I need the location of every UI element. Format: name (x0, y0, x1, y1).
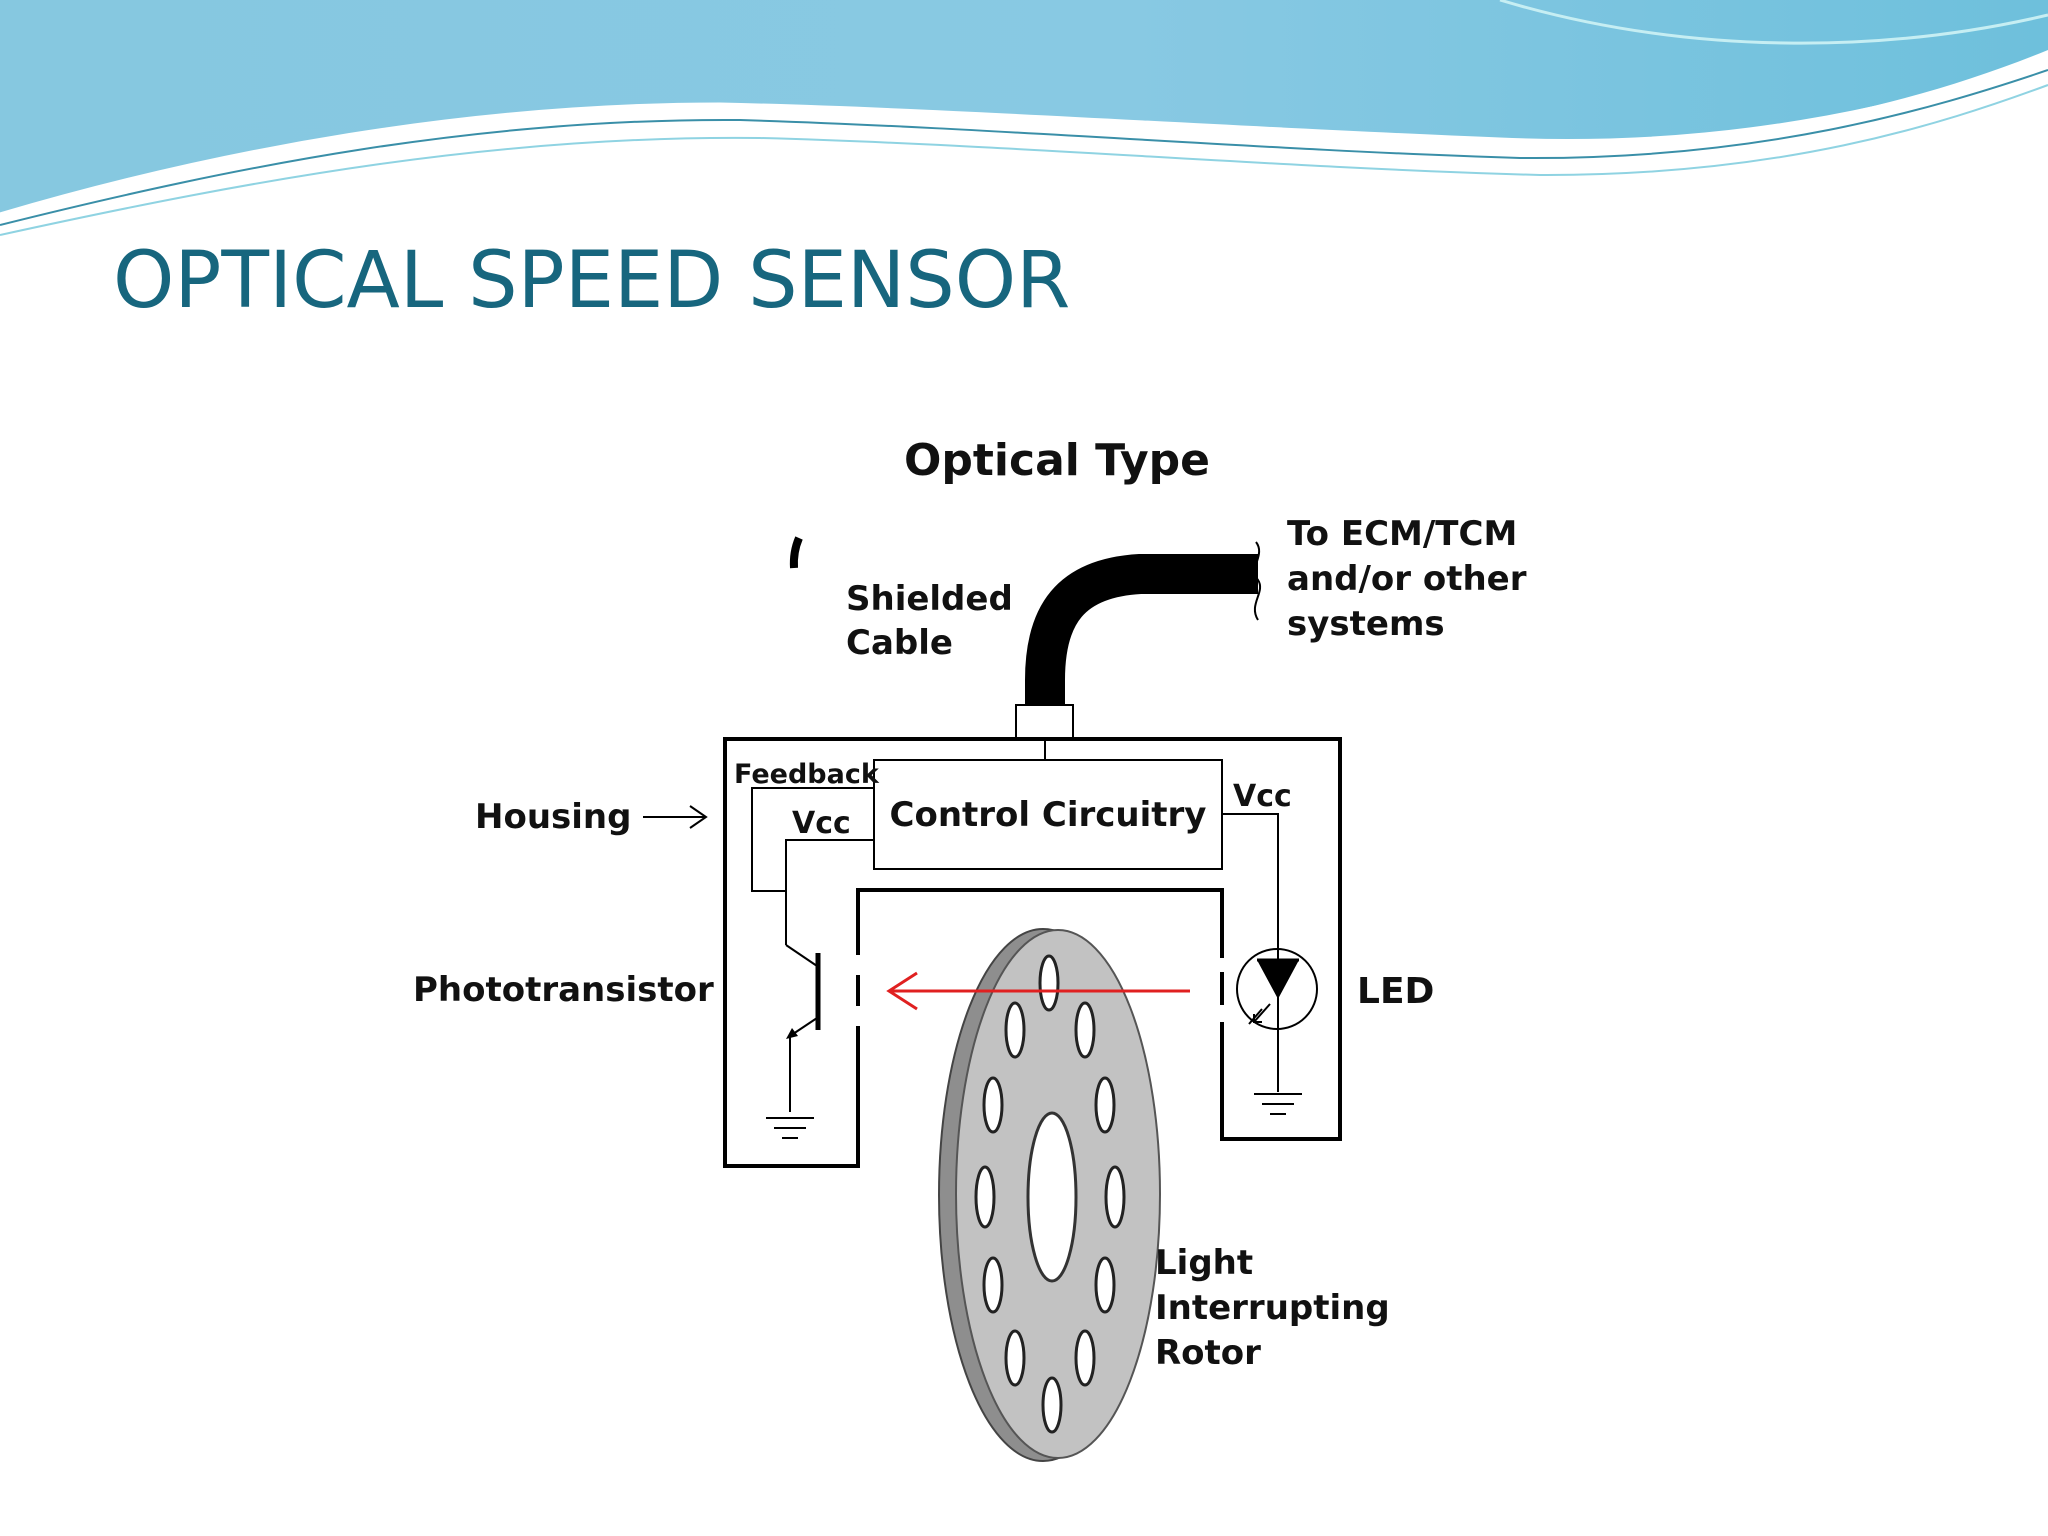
phototransistor-label: Phototransistor (413, 970, 714, 1010)
ground-symbol-left (766, 1117, 814, 1139)
vcc-right-label: Vcc (1233, 779, 1292, 814)
header-wave-decoration (0, 0, 2048, 236)
slide-title: OPTICAL SPEED SENSOR (113, 236, 1071, 326)
vcc-left-wire (785, 839, 874, 891)
ground-symbol-right (1254, 1093, 1302, 1115)
shielded-cable (1025, 554, 1258, 706)
vcc-right-wire (1222, 813, 1279, 946)
led-symbol (1236, 946, 1318, 1092)
control-circuitry-label: Control Circuitry (890, 795, 1207, 835)
housing-label: Housing (475, 797, 631, 837)
shielded-cable-label: Shielded Cable (846, 579, 1025, 663)
housing-outline (723, 737, 1342, 1168)
light-beam-arrow (886, 971, 1190, 1011)
cable-connector (1015, 704, 1074, 740)
diagram-heading: Optical Type (904, 435, 1210, 486)
feedback-label: Feedback (734, 759, 880, 790)
to-ecm-label: To ECM/TCM and/or other systems (1287, 514, 1538, 644)
vcc-left-label: Vcc (792, 806, 851, 841)
light-interrupting-rotor (938, 928, 1161, 1462)
rotor-label: Light Interrupting Rotor (1155, 1243, 1402, 1373)
phototransistor-symbol (785, 944, 821, 1112)
led-label: LED (1357, 971, 1434, 1012)
feedback-wire (751, 787, 874, 945)
housing-pointer-arrow (643, 805, 708, 829)
control-circuitry-box (873, 759, 1223, 870)
stray-mark (789, 536, 803, 569)
cable-break-mark (1253, 541, 1261, 621)
